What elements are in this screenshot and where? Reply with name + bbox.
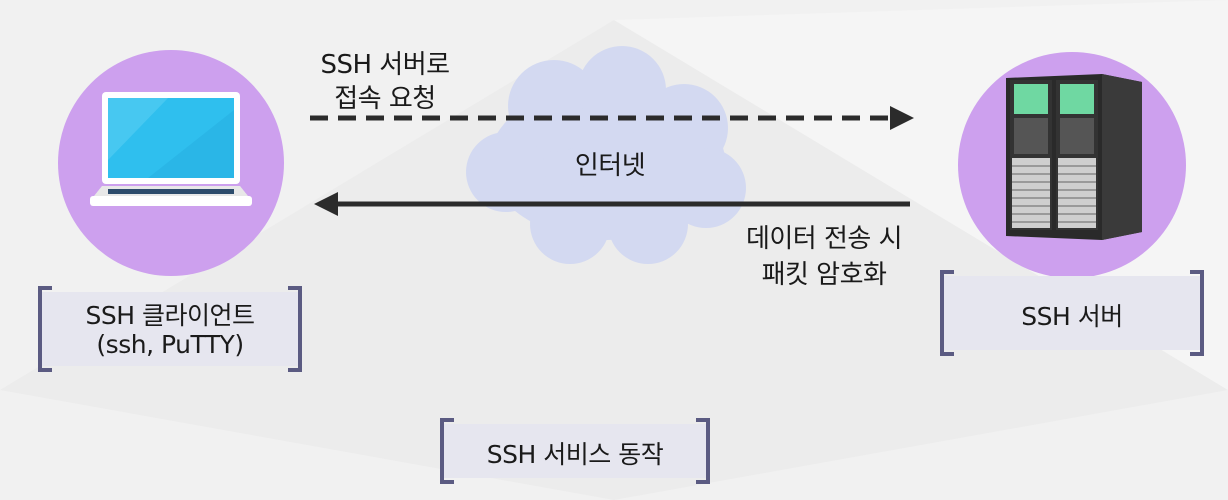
client-label-box: SSH 클라이언트 (ssh, PuTTY) [38, 286, 302, 372]
bracket-right [696, 418, 710, 484]
bracket-left [940, 270, 954, 356]
bracket-right [1190, 270, 1204, 356]
request-label-line2: 접속 요청 [334, 84, 436, 114]
caption-label: SSH 서비스 동작 [486, 440, 664, 469]
response-arrow [314, 192, 910, 216]
response-label-line1: 데이터 전송 시 [745, 224, 903, 254]
bracket-left [38, 286, 52, 372]
client-label-line1: SSH 클라이언트 [85, 301, 255, 330]
bracket-right [288, 286, 302, 372]
caption-box: SSH 서비스 동작 [440, 418, 710, 484]
client-label-line2: (ssh, PuTTY) [96, 330, 244, 359]
response-label-line2: 패킷 암호화 [761, 260, 887, 290]
cloud-label: 인터넷 [574, 151, 646, 181]
server-label: SSH 서버 [1021, 302, 1123, 331]
server-label-box: SSH 서버 [940, 270, 1204, 356]
bracket-left [440, 418, 454, 484]
request-arrow [310, 106, 914, 130]
internet-cloud [466, 46, 746, 264]
server-rack-icon [1006, 74, 1142, 240]
laptop-icon [90, 92, 252, 206]
request-label-line1: SSH 서버로 [320, 50, 450, 80]
